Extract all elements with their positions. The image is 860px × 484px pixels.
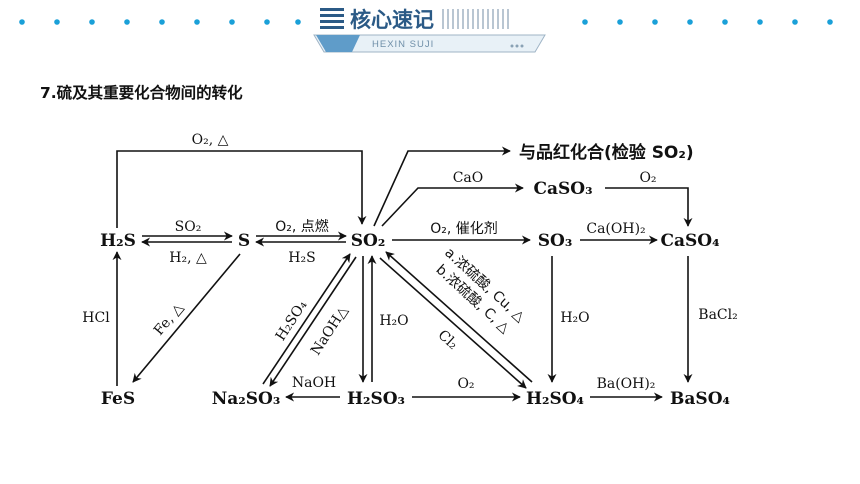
node-h2s: H₂S bbox=[100, 231, 136, 251]
banner-lines-icon bbox=[320, 8, 344, 29]
node-so2: SO₂ bbox=[351, 231, 386, 251]
node-h2so3: H₂SO₃ bbox=[347, 389, 405, 409]
nodes: H₂S S SO₂ SO₃ CaSO₄ CaSO₃ 与品红化合(检验 SO₂) … bbox=[100, 142, 730, 409]
arrow-caso3-to-caso4 bbox=[605, 187, 693, 227]
label-o2-a: O₂ bbox=[639, 170, 656, 186]
label-cao: CaO bbox=[453, 170, 484, 186]
right-dot-row bbox=[582, 19, 833, 25]
label-o2-b: O₂ bbox=[457, 376, 474, 392]
banner-dot-grid-icon bbox=[440, 8, 512, 30]
node-fes: FeS bbox=[101, 389, 135, 409]
label-fe-heat: Fe, △ bbox=[151, 300, 187, 339]
banner-ribbon-stripe bbox=[316, 35, 360, 52]
arrow-so2-to-caso3 bbox=[381, 183, 524, 227]
label-h2-heat: H₂, △ bbox=[169, 250, 207, 266]
arrow-so2-to-na2so3 bbox=[269, 256, 357, 387]
banner-subtitle: HEXIN SUJI bbox=[372, 39, 434, 50]
header-banner: 核心速记 HEXIN SUJI bbox=[19, 8, 833, 53]
node-baso4: BaSO₄ bbox=[670, 389, 730, 409]
arrow-h2s-to-so2-loop bbox=[116, 150, 367, 228]
banner-small-dots-icon bbox=[510, 44, 524, 48]
node-h2so4: H₂SO₄ bbox=[526, 389, 584, 409]
label-baoh2: Ba(OH)₂ bbox=[597, 376, 656, 392]
node-s: S bbox=[238, 231, 250, 251]
label-o2-catalyst: O₂, 催化剂 bbox=[430, 221, 498, 237]
label-hcl: HCl bbox=[82, 310, 110, 326]
arrow-h2so4-to-so2 bbox=[385, 251, 533, 383]
arrow-so2-to-test bbox=[373, 146, 511, 227]
left-dot-row bbox=[19, 19, 301, 25]
node-caso4: CaSO₄ bbox=[660, 231, 719, 251]
edge-labels: O₂, △ SO₂ H₂, △ O₂, 点燃 H₂S CaO O₂ O₂, 催化… bbox=[82, 132, 737, 392]
banner-title: 核心速记 bbox=[350, 8, 434, 32]
arrow-so2-to-h2so4 bbox=[379, 257, 527, 389]
section-title: 7.硫及其重要化合物间的转化 bbox=[40, 83, 243, 102]
label-naoh-heat: NaOH△ bbox=[308, 303, 352, 358]
label-o2-heat: O₂, △ bbox=[192, 132, 229, 148]
banner-ribbon bbox=[313, 34, 546, 53]
node-so3: SO₃ bbox=[538, 231, 573, 251]
node-test-so2: 与品红化合(检验 SO₂) bbox=[519, 142, 694, 163]
label-so2: SO₂ bbox=[175, 219, 202, 235]
node-na2so3: Na₂SO₃ bbox=[212, 389, 281, 409]
arrow-na2so3-to-so2 bbox=[262, 253, 351, 385]
label-h2o-b: H₂O bbox=[560, 310, 589, 326]
label-bacl2: BaCl₂ bbox=[698, 307, 737, 323]
label-naoh: NaOH bbox=[292, 375, 336, 391]
node-caso3: CaSO₃ bbox=[533, 179, 592, 199]
label-h2s: H₂S bbox=[288, 250, 315, 266]
banner-stripe-icon bbox=[442, 9, 509, 29]
label-o2-ignite: O₂, 点燃 bbox=[275, 218, 329, 235]
label-caoh2: Ca(OH)₂ bbox=[586, 221, 645, 237]
arrow-s-to-fes bbox=[132, 253, 241, 383]
label-h2o-a: H₂O bbox=[379, 313, 408, 329]
label-cl2: Cl₂ bbox=[435, 327, 461, 353]
arrows bbox=[112, 146, 693, 402]
